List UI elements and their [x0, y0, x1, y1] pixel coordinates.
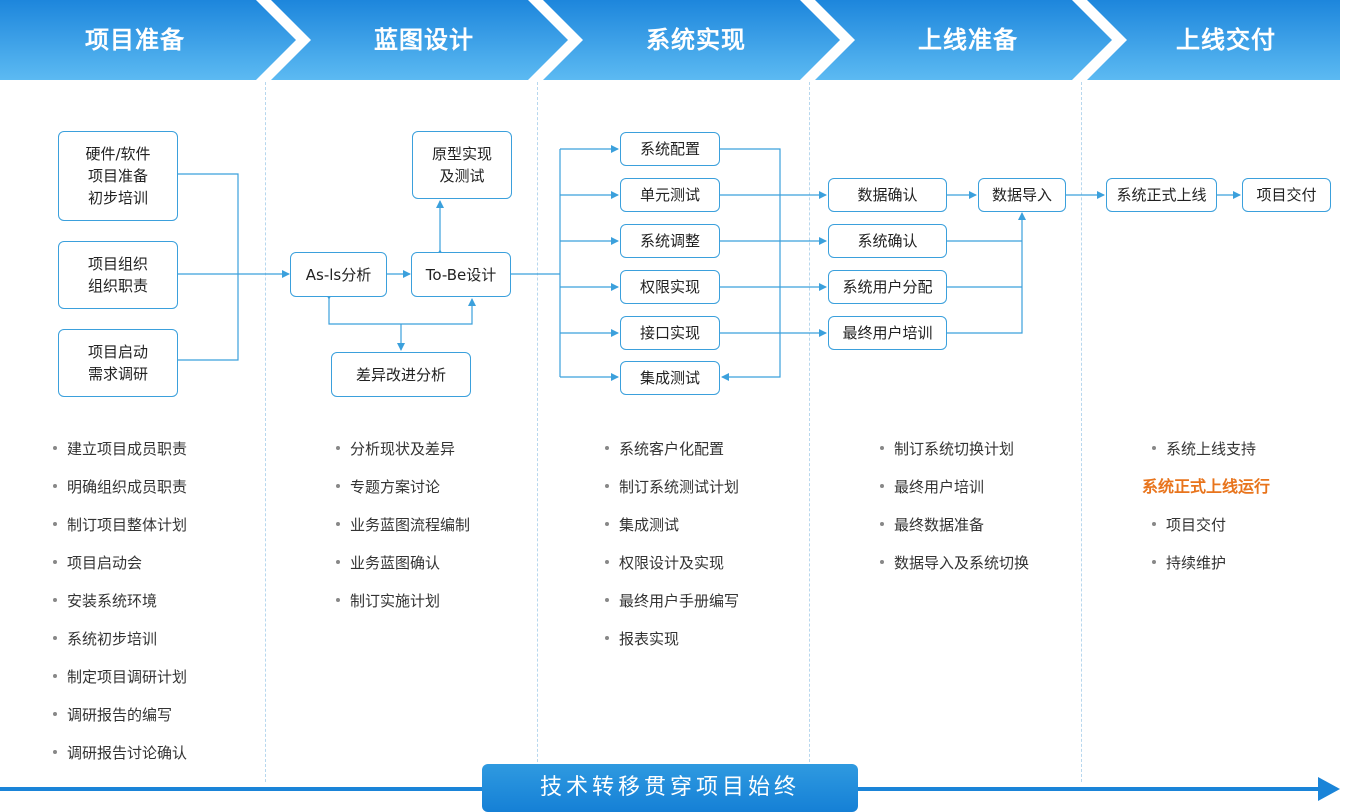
timeline-line-left	[0, 787, 484, 791]
connector-prep-bracket	[178, 173, 239, 361]
list-item: 调研报告讨论确认	[53, 742, 187, 780]
box-system-config: 系统配置	[620, 132, 720, 166]
list-item: 分析现状及差异	[336, 438, 470, 476]
phase-chevron-5	[1087, 0, 1340, 80]
list-item: 集成测试	[605, 514, 739, 552]
list-item: 持续维护	[1152, 552, 1270, 590]
list-item: 系统初步培训	[53, 628, 187, 666]
list-item: 制定项目调研计划	[53, 666, 187, 704]
highlight-text: 系统正式上线运行	[1142, 477, 1271, 496]
box-system-confirm: 系统确认	[828, 224, 947, 258]
connector-merge-to-import	[947, 213, 1022, 334]
box-prototype-test: 原型实现 及测试	[412, 131, 512, 199]
technology-transfer-banner: 技术转移贯穿项目始终	[482, 764, 858, 812]
list-item-highlight: 系统正式上线运行	[1142, 476, 1270, 514]
list-item: 制订系统测试计划	[605, 476, 739, 514]
phase-title-2: 蓝图设计	[374, 26, 474, 54]
list-item: 业务蓝图确认	[336, 552, 470, 590]
phase-chevron-3	[543, 0, 840, 80]
box-data-import: 数据导入	[978, 178, 1066, 212]
list-item: 系统上线支持	[1152, 438, 1270, 476]
connector-gap-bracket	[325, 292, 476, 325]
list-item: 项目交付	[1152, 514, 1270, 552]
list-item: 制订实施计划	[336, 590, 470, 628]
list-item: 项目启动会	[53, 552, 187, 590]
list-item: 制订系统切换计划	[880, 438, 1029, 476]
box-go-live: 系统正式上线	[1106, 178, 1217, 212]
list-item: 数据导入及系统切换	[880, 552, 1029, 590]
list-item: 最终用户培训	[880, 476, 1029, 514]
box-user-training: 最终用户培训	[828, 316, 947, 350]
list-item: 业务蓝图流程编制	[336, 514, 470, 552]
phase-title-4: 上线准备	[918, 26, 1018, 54]
box-system-adjust: 系统调整	[620, 224, 720, 258]
box-integration-test: 集成测试	[620, 361, 720, 395]
list-item: 建立项目成员职责	[53, 438, 187, 476]
phase-header-bar	[0, 0, 1340, 80]
list-item: 报表实现	[605, 628, 739, 666]
phase-chevron-2	[271, 0, 568, 80]
delivery-task-list: 系统上线支持 系统正式上线运行 项目交付 持续维护	[1142, 438, 1270, 590]
column-divider-3	[809, 82, 810, 782]
column-divider-4	[1081, 82, 1082, 782]
box-interface: 接口实现	[620, 316, 720, 350]
phase-title-5: 上线交付	[1176, 26, 1276, 54]
box-hardware-software-prep: 硬件/软件 项目准备 初步培训	[58, 131, 178, 221]
box-unit-test: 单元测试	[620, 178, 720, 212]
list-item: 权限设计及实现	[605, 552, 739, 590]
list-item: 最终用户手册编写	[605, 590, 739, 628]
realization-task-list: 系统客户化配置 制订系统测试计划 集成测试 权限设计及实现 最终用户手册编写 报…	[605, 438, 739, 666]
box-data-confirm: 数据确认	[828, 178, 947, 212]
column-divider-1	[265, 82, 266, 782]
list-item: 系统客户化配置	[605, 438, 739, 476]
list-item: 最终数据准备	[880, 514, 1029, 552]
box-project-kickoff: 项目启动 需求调研	[58, 329, 178, 397]
phase-chevron-4	[815, 0, 1112, 80]
box-project-organization: 项目组织 组织职责	[58, 241, 178, 309]
phase-chevron-1	[0, 0, 296, 80]
box-user-assign: 系统用户分配	[828, 270, 947, 304]
phase-title-3: 系统实现	[646, 26, 746, 54]
box-permission: 权限实现	[620, 270, 720, 304]
list-item: 制订项目整体计划	[53, 514, 187, 552]
timeline-arrow-icon	[1318, 777, 1340, 801]
box-to-be-design: To-Be设计	[411, 252, 511, 297]
list-item: 调研报告的编写	[53, 704, 187, 742]
golive-prep-task-list: 制订系统切换计划 最终用户培训 最终数据准备 数据导入及系统切换	[880, 438, 1029, 590]
list-item: 明确组织成员职责	[53, 476, 187, 514]
phase-title-1: 项目准备	[85, 26, 185, 54]
column-divider-2	[537, 82, 538, 782]
list-item: 专题方案讨论	[336, 476, 470, 514]
box-gap-analysis: 差异改进分析	[331, 352, 471, 397]
list-item: 安装系统环境	[53, 590, 187, 628]
blueprint-task-list: 分析现状及差异 专题方案讨论 业务蓝图流程编制 业务蓝图确认 制订实施计划	[336, 438, 470, 628]
timeline-line-right	[856, 787, 1320, 791]
box-project-delivery: 项目交付	[1242, 178, 1331, 212]
box-as-is-analysis: As-ls分析	[290, 252, 387, 297]
prep-task-list: 建立项目成员职责 明确组织成员职责 制订项目整体计划 项目启动会 安装系统环境 …	[53, 438, 187, 780]
connector-config-loop	[720, 148, 781, 381]
